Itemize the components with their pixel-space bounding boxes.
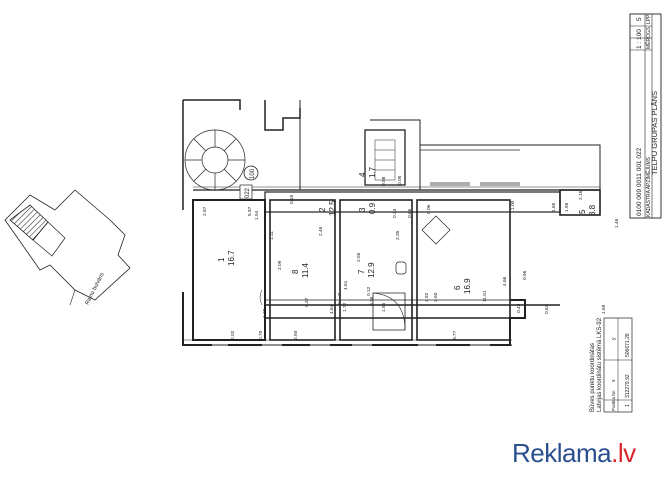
dim: 2.35 xyxy=(395,230,401,240)
mark-022: 022 xyxy=(245,187,251,198)
scale-label: MĒROGS xyxy=(645,26,652,49)
reklama-watermark: Reklama.lv xyxy=(512,438,636,469)
dim: 0.15 xyxy=(289,194,295,204)
room-6-number: 6 xyxy=(453,285,462,290)
dim: 4.61 xyxy=(343,280,349,290)
dim: 1.54 xyxy=(254,210,260,220)
mark-100: 100 xyxy=(250,168,256,179)
dim: 1.65 xyxy=(551,202,557,212)
room-8-area: 11.4 xyxy=(301,262,310,278)
watermark-part1: Reklama xyxy=(512,438,612,468)
dim: 1.55 xyxy=(381,302,387,312)
dim: 4.92 xyxy=(424,292,430,302)
room-3-number: 3 xyxy=(358,207,367,212)
dim: 0.06 xyxy=(426,204,432,214)
dim: 2.16 xyxy=(578,190,584,200)
dim: 1.69 xyxy=(601,304,607,314)
scale-value: 1 : 100 xyxy=(636,29,643,49)
dim: 0.05 xyxy=(397,175,403,185)
small-stair xyxy=(374,139,396,181)
dim: 2.46 xyxy=(318,226,324,236)
dim: 5.97 xyxy=(247,206,253,216)
watermark-part2: .lv xyxy=(611,438,636,468)
room-2-area: 12.5 xyxy=(328,200,337,216)
dim: 0.43 xyxy=(516,303,522,313)
room-5-area: 3.8 xyxy=(588,204,597,216)
coord-table-title: Būves punktu koordinātas xyxy=(590,343,596,412)
room-5-number: 5 xyxy=(578,209,587,214)
page-number: 5 xyxy=(636,17,643,21)
locator-map: Ratnu bulvāris xyxy=(4,189,131,306)
dim: 0.98 xyxy=(381,176,387,186)
dim: 1.00 xyxy=(510,200,516,210)
dim: 1.11 xyxy=(269,231,275,240)
page-label: LPP. xyxy=(646,14,652,24)
dim: 2.50 xyxy=(293,330,299,340)
dim: 3.60 xyxy=(433,292,439,302)
coord-cell-x: 312279.92 xyxy=(625,374,631,398)
shower-tray xyxy=(372,292,406,331)
dim: 4.64 xyxy=(329,304,335,314)
dim: 1.46 xyxy=(614,218,620,228)
dim: 1.59 xyxy=(564,202,570,212)
spiral-staircase xyxy=(184,129,246,191)
coordinate-table: Būves punktu koordinātas Latvijas koordi… xyxy=(590,317,633,413)
dim: 2.97 xyxy=(202,206,208,216)
dim: 0.63 xyxy=(544,304,550,314)
room-1-area: 16.7 xyxy=(227,250,236,266)
dim: 0.76 xyxy=(369,296,375,306)
locator-street-label: Ratnu bulvāris xyxy=(84,272,105,306)
coord-cell-point: 1 xyxy=(625,404,631,407)
dim: 0.33 xyxy=(392,208,398,218)
cadastre-label: KADASTRA APZĪMĒJUMS xyxy=(645,156,652,217)
room-7-number: 7 xyxy=(357,269,366,274)
dim: 0.70 xyxy=(258,330,264,340)
room-6-area: 16.9 xyxy=(463,278,472,294)
dim: 0.86 xyxy=(407,208,413,218)
dim: 4.66 xyxy=(502,276,508,286)
coord-cell-y: 506671.28 xyxy=(625,333,631,357)
room-1-number: 1 xyxy=(217,257,226,262)
coord-table-subtitle: Latvijas koordinātu sistēmā LKS-92 xyxy=(597,317,603,412)
room-4-area: 1.7 xyxy=(368,166,377,178)
dim: 11.51 xyxy=(482,290,488,302)
dim: 0.96 xyxy=(522,270,528,280)
title-block-title: TELPU GRUPAS PLĀNS xyxy=(650,91,659,175)
dim: 1.38 xyxy=(262,308,268,318)
title-block: TELPU GRUPAS PLĀNS KADASTRA APZĪMĒJUMS M… xyxy=(629,13,662,219)
dim: 0.27 xyxy=(304,297,310,307)
dim: 2.55 xyxy=(356,252,362,262)
room-labels: 1 16.7 2 12.5 3 0.9 4 1.7 5 3.8 6 16.9 7… xyxy=(217,166,597,294)
coord-col-y: y xyxy=(611,337,617,340)
room-3-area: 0.9 xyxy=(368,202,377,214)
plan-walls xyxy=(182,99,601,346)
coord-col-point: Punkta Nr. xyxy=(611,390,616,411)
dim: 1.72 xyxy=(342,302,348,312)
room-2-number: 2 xyxy=(318,207,327,212)
coord-col-x: x xyxy=(611,379,617,382)
room-7-area: 12.9 xyxy=(367,262,376,278)
room-4-number: 4 xyxy=(358,172,367,177)
room-8-number: 8 xyxy=(291,269,300,274)
dim: 2.02 xyxy=(230,330,236,340)
dim: 3.77 xyxy=(452,330,458,340)
dimension-labels: 2.97 5.97 1.54 1.11 2.09 1.38 2.02 0.70 … xyxy=(202,175,620,340)
dim: 2.09 xyxy=(277,260,283,270)
cadastre-number: 0100 009 0011 001 022 xyxy=(636,147,643,216)
dim: 0.12 xyxy=(366,286,372,296)
